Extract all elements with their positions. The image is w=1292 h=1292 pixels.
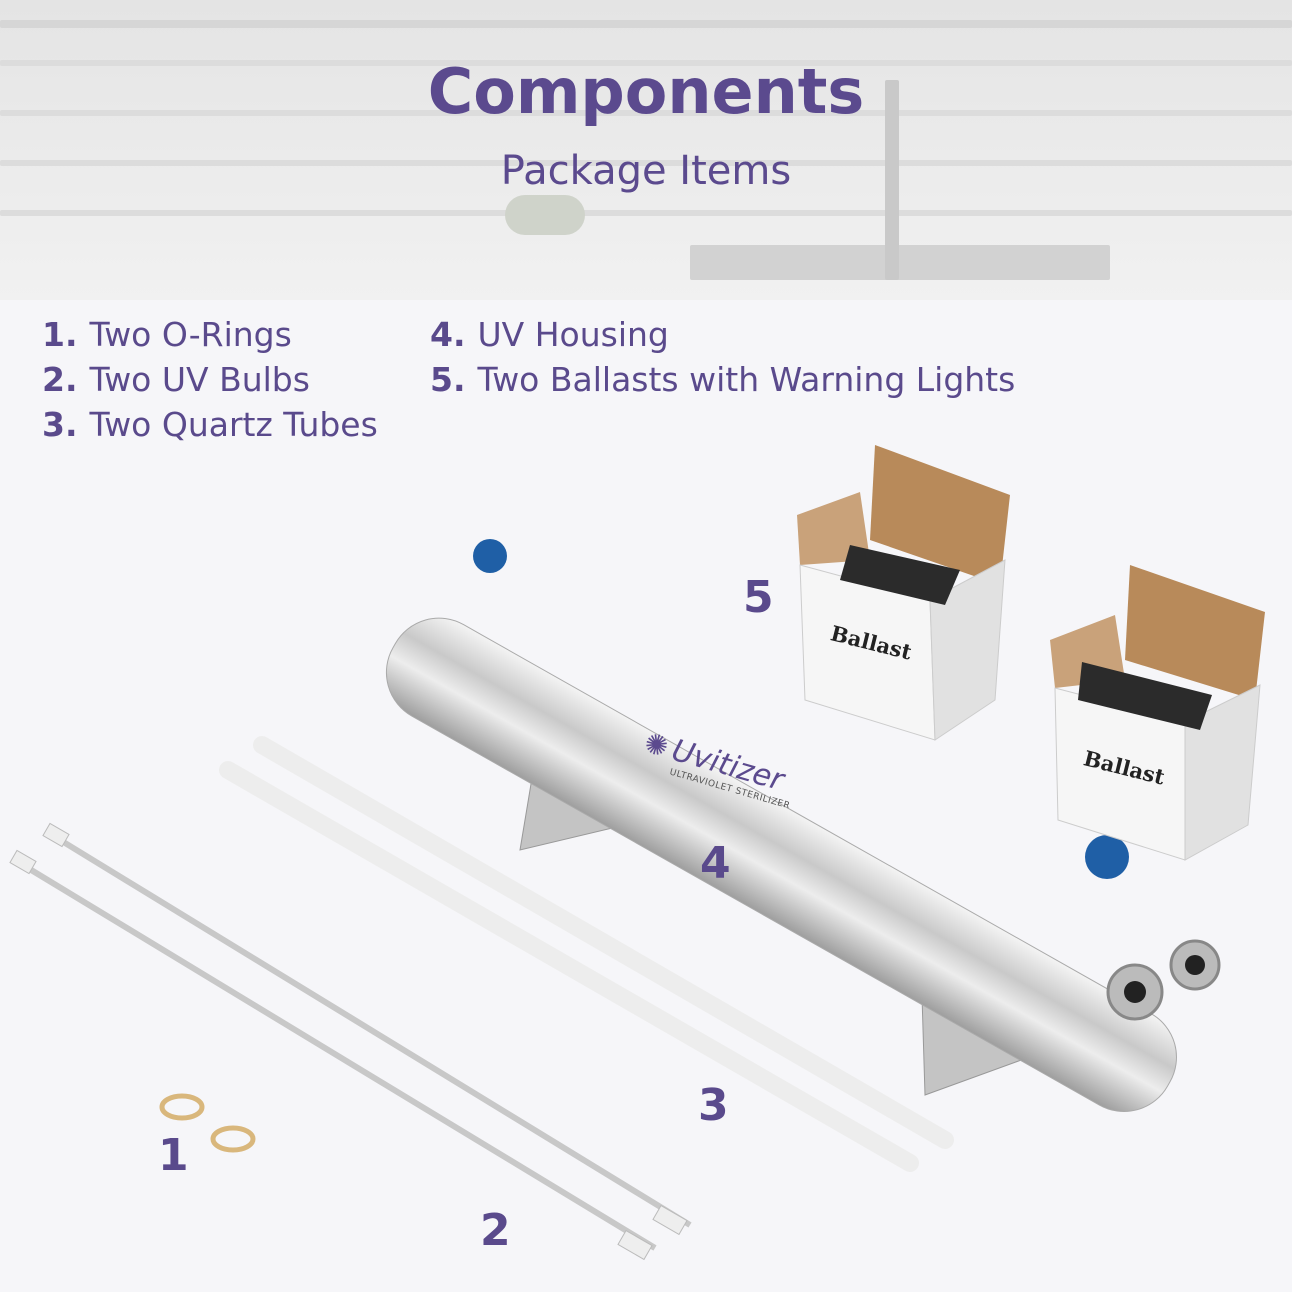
item-number: 4. [430, 315, 466, 354]
uv-housing [385, 539, 1221, 1113]
quartz-tubes [219, 736, 954, 1172]
item-number: 2. [42, 360, 78, 399]
item-number: 1. [42, 315, 78, 354]
item-label: UV Housing [477, 315, 669, 354]
list-item: 3. Two Quartz Tubes [42, 405, 378, 444]
item-label: Two Quartz Tubes [89, 405, 378, 444]
uv-bulbs [9, 822, 692, 1261]
item-number: 3. [42, 405, 78, 444]
o-rings [159, 1093, 256, 1153]
callout-4: 4 [700, 838, 731, 889]
kitchen-background-banner [0, 0, 1292, 300]
item-label: Two UV Bulbs [89, 360, 310, 399]
callout-2: 2 [480, 1205, 511, 1256]
page-subtitle: Package Items [500, 148, 792, 194]
callout-5: 5 [743, 572, 774, 623]
callout-3: 3 [698, 1080, 729, 1131]
list-item: 5. Two Ballasts with Warning Lights [430, 360, 1015, 399]
list-item: 4. UV Housing [430, 315, 669, 354]
list-item: 2. Two UV Bulbs [42, 360, 310, 399]
list-item: 1. Two O-Rings [42, 315, 292, 354]
item-label: Two Ballasts with Warning Lights [477, 360, 1016, 399]
item-number: 5. [430, 360, 466, 399]
page-title: Components [427, 55, 865, 128]
callout-1: 1 [158, 1130, 189, 1181]
item-label: Two O-Rings [89, 315, 292, 354]
ballast-boxes [797, 445, 1265, 861]
